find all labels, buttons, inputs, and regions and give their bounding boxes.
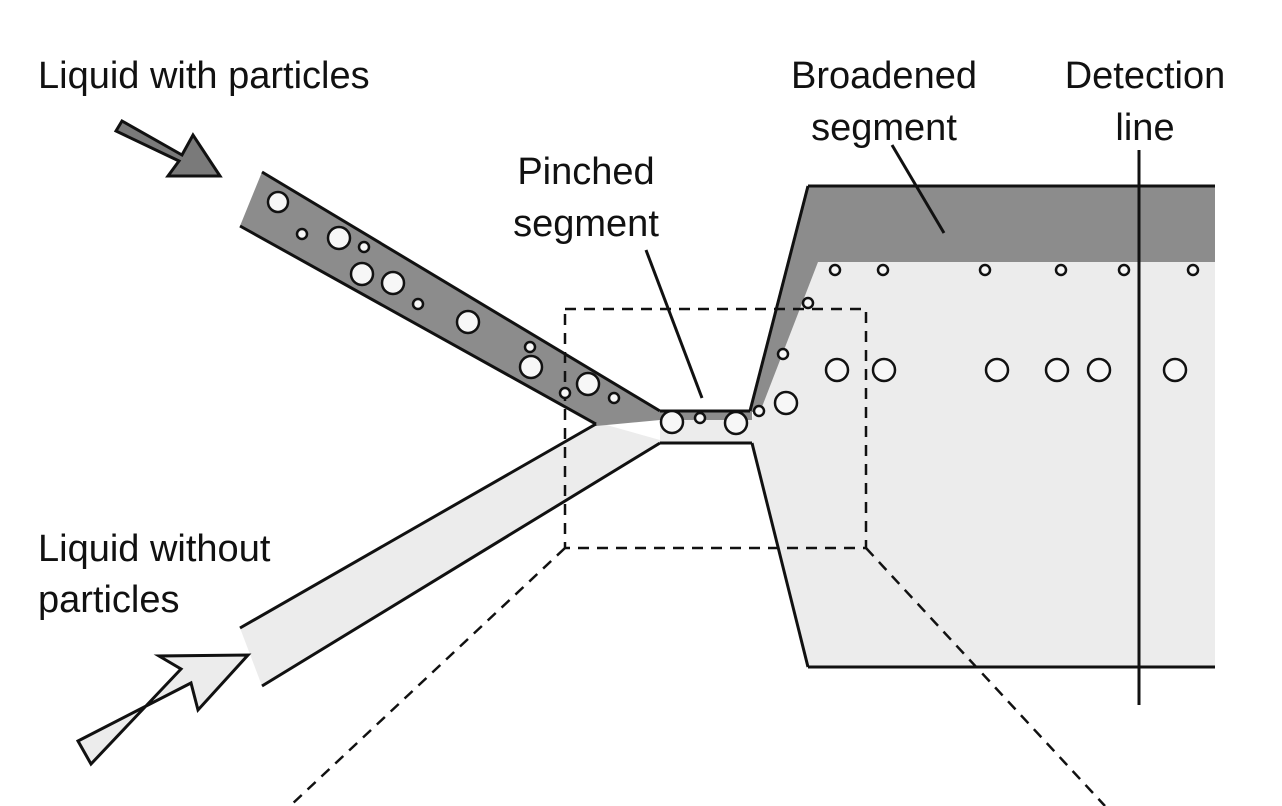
particle <box>357 240 371 254</box>
label-liquid-without-particles-line2: particles <box>38 579 180 621</box>
particle <box>1054 263 1068 277</box>
particle <box>380 270 406 296</box>
clear-liquid-broadened <box>752 262 1215 667</box>
particle <box>295 227 309 241</box>
particle <box>558 386 572 400</box>
label-liquid-without-particles-line1: Liquid without <box>38 528 271 570</box>
particle <box>801 296 815 310</box>
particle <box>326 225 352 251</box>
particle <box>266 190 290 214</box>
particle <box>984 357 1010 383</box>
particle <box>824 357 850 383</box>
particle <box>752 404 766 418</box>
label-pinched-line1: Pinched <box>517 151 654 193</box>
particle-liquid-broadened <box>750 186 1215 412</box>
particles <box>266 190 1200 436</box>
particle <box>1186 263 1200 277</box>
particle-liquid-pinched <box>660 411 752 420</box>
particle <box>1044 357 1070 383</box>
particle <box>1086 357 1112 383</box>
clear-inlet-arrow-icon <box>75 653 252 767</box>
particle <box>1162 357 1188 383</box>
particle <box>518 354 544 380</box>
label-broadened-line1: Broadened <box>791 55 977 97</box>
particle <box>455 309 481 335</box>
particle <box>575 371 601 397</box>
label-broadened-line2: segment <box>811 107 957 149</box>
particle <box>773 390 799 416</box>
particle <box>776 347 790 361</box>
particle <box>659 409 685 435</box>
label-detection-line1: Detection <box>1065 55 1226 97</box>
particle <box>523 340 537 354</box>
particle <box>876 263 890 277</box>
label-liquid-with-particles: Liquid with particles <box>38 55 370 97</box>
channel-walls <box>239 170 1215 688</box>
particle <box>693 411 707 425</box>
pinched-leader-line <box>644 249 704 399</box>
particle <box>349 261 375 287</box>
particle <box>1117 263 1131 277</box>
particle <box>723 410 749 436</box>
zoom-box <box>289 307 1106 806</box>
broadened-leader-line <box>890 144 946 234</box>
label-detection-line2: line <box>1115 107 1174 149</box>
clear-liquid-inlet-channel <box>240 422 660 686</box>
particle <box>411 297 425 311</box>
particle <box>978 263 992 277</box>
particle <box>828 263 842 277</box>
label-pinched-line2: segment <box>513 203 659 245</box>
particle <box>871 357 897 383</box>
particle <box>607 391 621 405</box>
particle-inlet-arrow-icon <box>113 118 223 178</box>
